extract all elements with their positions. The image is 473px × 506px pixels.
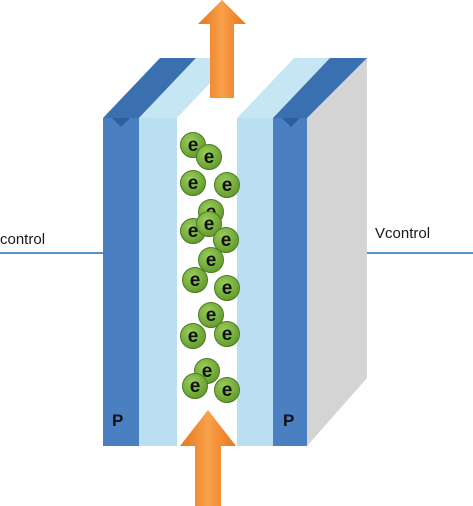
device-side-face [307,58,367,446]
left-liner [139,118,177,446]
electron-symbol: e [188,173,199,194]
electron: e [214,275,240,301]
outflow-arrow [198,0,246,98]
left-notch [112,118,130,127]
electron: e [196,144,222,170]
electron-cluster: eeeeeeeeeeeeeeeee [180,132,240,403]
right-liner [237,118,273,446]
electron-symbol: e [190,270,201,291]
electron-symbol: e [222,380,233,401]
electron-symbol: e [190,376,201,397]
electron-symbol: e [206,305,217,326]
right-liner-top [237,58,330,118]
electron-symbol: e [204,147,215,168]
left-plate [103,118,139,446]
electron: e [180,323,206,349]
electron-symbol: e [202,361,213,382]
electron: e [196,211,222,237]
inflow-arrow [180,410,236,506]
electron: e [214,321,240,347]
right-notch [282,118,300,127]
electron: e [213,227,239,253]
electron-symbol: e [188,221,199,242]
left-wire-label: control [0,231,46,248]
left-plate-label: P [112,411,124,430]
left-plate-top [103,58,196,118]
electron-symbol: e [222,324,233,345]
electron-symbol: e [188,326,199,347]
electron-symbol: e [188,135,199,156]
electron-symbol: e [222,175,233,196]
right-plate-top [273,58,367,118]
electron-symbol: e [204,214,215,235]
electron-symbol: e [222,278,233,299]
electron-symbol: e [206,250,217,271]
electron: e [214,377,240,403]
electron-symbol: e [221,230,232,251]
right-plate [273,118,307,446]
channel-top-opening [177,58,294,118]
electron: e [182,373,208,399]
electron: e [198,247,224,273]
right-wire-label: Vcontrol [375,225,431,242]
right-plate-label: P [283,411,295,430]
electron: e [198,302,224,328]
electron: e [182,267,208,293]
electron: e [214,172,240,198]
electron: e [180,170,206,196]
